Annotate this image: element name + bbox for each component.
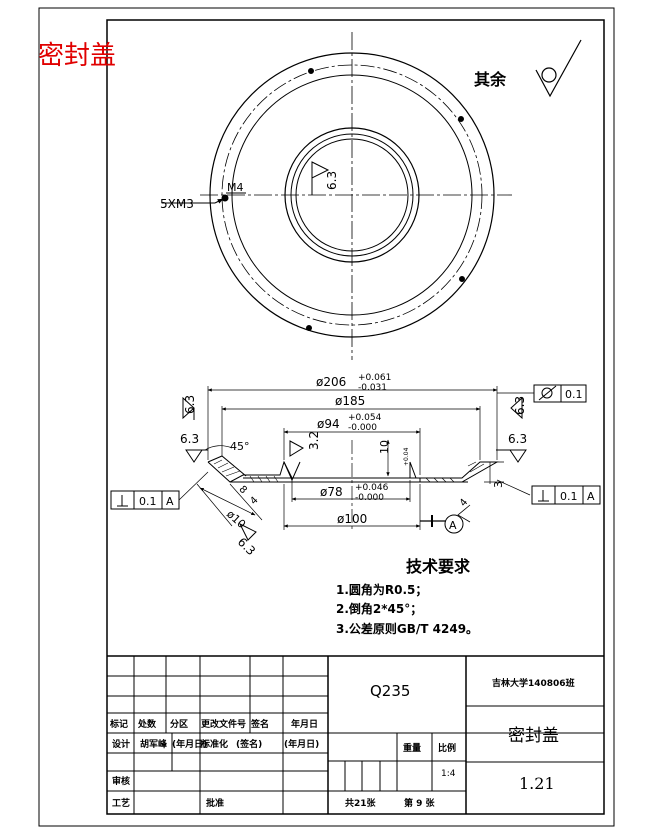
top-view — [162, 32, 512, 360]
dim-r4: 4 — [458, 497, 471, 509]
roughness-bore-32: 3.2 — [307, 431, 321, 450]
title-part-number: 1.21 — [519, 774, 555, 793]
title-school: 吉林大学140806班 — [492, 677, 575, 689]
dim-t4: 4 — [248, 495, 260, 507]
header-sign: 签名 — [250, 718, 269, 730]
row-approve-label: 批准 — [206, 797, 224, 809]
row-std-label: 标准化 — [200, 738, 228, 750]
gdt-perp-left-datum: A — [166, 495, 174, 508]
gdt-perp-right-value: 0.1 — [560, 490, 578, 503]
title-material: Q235 — [370, 682, 410, 700]
row-process-label: 工艺 — [112, 797, 130, 809]
dim-t8: 8 — [236, 484, 248, 496]
sheets-total: 共21张 — [345, 797, 377, 809]
section-view — [110, 384, 601, 541]
inner-border — [106, 19, 605, 815]
note-3: 3.公差原则GB/T 4249。 — [336, 621, 478, 636]
designer-name: 胡军峰 — [140, 738, 168, 750]
header-zone: 分区 — [170, 718, 188, 730]
roughness-left-chamfer: 6.3 — [180, 432, 199, 446]
gdt-flatness-value: 0.1 — [565, 388, 583, 401]
dim-small-tol: +0.04 — [403, 447, 410, 466]
dim-h10: 10 — [378, 440, 391, 454]
header-mark: 标记 — [109, 718, 128, 730]
gdt-perp-right-datum: A — [587, 490, 595, 503]
outer-border — [38, 7, 615, 827]
dim-d78-lower: -0.000 — [355, 493, 384, 503]
corner-title: 密封盖 — [38, 41, 116, 71]
roughness-bore-top: 6.3 — [325, 171, 339, 190]
dim-d100: ø100 — [337, 512, 367, 526]
dim-d78-upper: +0.046 — [355, 483, 389, 493]
header-date: 年月日 — [291, 718, 318, 730]
title-part-name: 密封盖 — [508, 726, 559, 746]
roughness-left-top: 6.3 — [183, 395, 197, 414]
datum-label: A — [449, 519, 457, 532]
dim-d94-lower: -0.000 — [348, 423, 377, 433]
std-date: (年月日) — [284, 738, 319, 750]
scale-value: 1:4 — [441, 769, 456, 779]
dim-d10: ø10 — [224, 508, 248, 532]
dim-d206-lower: -0.031 — [358, 383, 387, 393]
row-design-label: 设计 — [112, 738, 130, 750]
std-sign: (签名) — [236, 738, 262, 750]
gdt-perp-left-value: 0.1 — [139, 495, 157, 508]
dim-d206-upper: +0.061 — [358, 373, 391, 383]
design-date: (年月日) — [172, 738, 207, 750]
dim-d78: ø78 — [320, 485, 343, 499]
dim-d185: ø185 — [335, 394, 365, 408]
dim-d206: ø206 — [316, 375, 346, 389]
sheet-number: 第 9 张 — [404, 797, 436, 809]
dim-h3: 3 — [492, 481, 505, 488]
header-change: 更改文件号 — [201, 718, 246, 730]
roughness-right-chamfer: 6.3 — [508, 432, 527, 446]
roughness-right-top: 6.3 — [513, 396, 527, 415]
dim-d94: ø94 — [317, 417, 340, 431]
roughness-bottom: 6.3 — [235, 535, 258, 558]
dim-d94-upper: +0.054 — [348, 413, 382, 423]
note-1: 1.圆角为R0.5； — [336, 582, 427, 597]
roughness-symbol-rest — [535, 39, 582, 98]
dim-angle45: 45° — [230, 440, 250, 453]
note-2: 2.倒角2*45°； — [336, 601, 422, 616]
thread-note-m4: M4 — [227, 181, 244, 194]
thread-note: 5XM3 — [160, 197, 194, 211]
scale-label: 比例 — [438, 742, 456, 754]
notes-heading: 技术要求 — [406, 557, 471, 576]
header-count: 处数 — [137, 718, 157, 730]
surface-rest-label: 其余 — [474, 70, 507, 89]
weight-label: 重量 — [403, 742, 421, 754]
title-block-lines — [107, 655, 604, 814]
row-check-label: 审核 — [112, 775, 130, 787]
